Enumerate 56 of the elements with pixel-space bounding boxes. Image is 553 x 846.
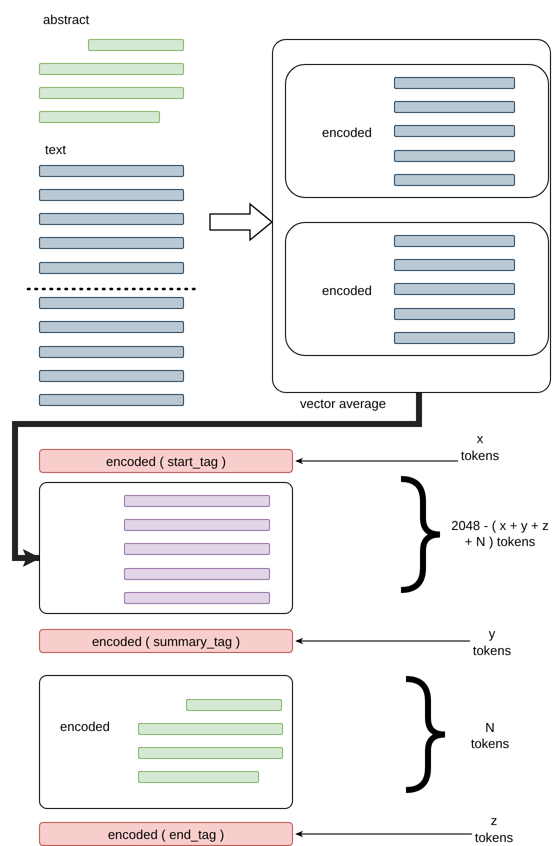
token-bar — [394, 150, 515, 162]
token-bar — [124, 495, 270, 507]
token-bar — [138, 771, 259, 783]
token-count-label: N tokens — [470, 720, 510, 752]
token-bar — [39, 213, 184, 225]
token-count-label: x tokens — [458, 430, 502, 464]
token-count-label: y tokens — [470, 625, 514, 659]
container-box — [39, 675, 293, 809]
token-bar — [39, 87, 184, 99]
tag-box: encoded ( summary_tag ) — [39, 629, 293, 653]
token-bar — [124, 592, 270, 604]
token-bar — [39, 189, 184, 201]
tag-box: encoded ( start_tag ) — [39, 449, 293, 473]
token-bar — [39, 111, 160, 123]
container-box — [39, 482, 293, 614]
token-bar — [39, 394, 184, 406]
token-bar — [186, 699, 282, 711]
token-bar — [39, 370, 184, 382]
arrow — [295, 830, 472, 838]
section-heading: text — [45, 142, 67, 158]
token-bar — [394, 174, 515, 186]
arrow — [295, 638, 470, 644]
token-bar — [394, 259, 515, 271]
token-bar — [39, 165, 184, 177]
arrow — [209, 202, 274, 242]
token-count-label: z tokens — [472, 812, 516, 846]
token-bar — [124, 519, 270, 531]
section-heading: abstract — [43, 12, 90, 28]
token-bar — [138, 747, 283, 759]
token-bar — [138, 723, 283, 735]
token-bar — [39, 321, 184, 333]
container-box — [272, 39, 551, 393]
token-bar — [394, 235, 515, 247]
container-box — [285, 222, 549, 356]
token-bar — [39, 297, 184, 309]
token-bar — [39, 262, 184, 274]
box-label: encoded — [322, 283, 372, 298]
token-bar — [39, 63, 184, 75]
token-bar — [394, 332, 515, 344]
container-box — [285, 64, 549, 198]
token-bar — [124, 543, 270, 555]
token-bar — [394, 308, 515, 320]
token-count-label: 2048 - ( x + y + z + N ) tokens — [450, 518, 550, 550]
token-bar — [88, 39, 184, 51]
token-bar — [394, 77, 515, 89]
token-bar — [39, 237, 184, 249]
box-label: encoded — [60, 719, 110, 734]
token-bar — [124, 568, 270, 580]
token-bar — [394, 125, 515, 137]
tag-box: encoded ( end_tag ) — [39, 822, 293, 846]
arrow — [295, 458, 458, 464]
token-bar — [39, 346, 184, 358]
token-bar — [394, 101, 515, 113]
arrow — [12, 393, 422, 567]
token-bar — [394, 283, 515, 295]
box-label: encoded — [322, 125, 372, 140]
